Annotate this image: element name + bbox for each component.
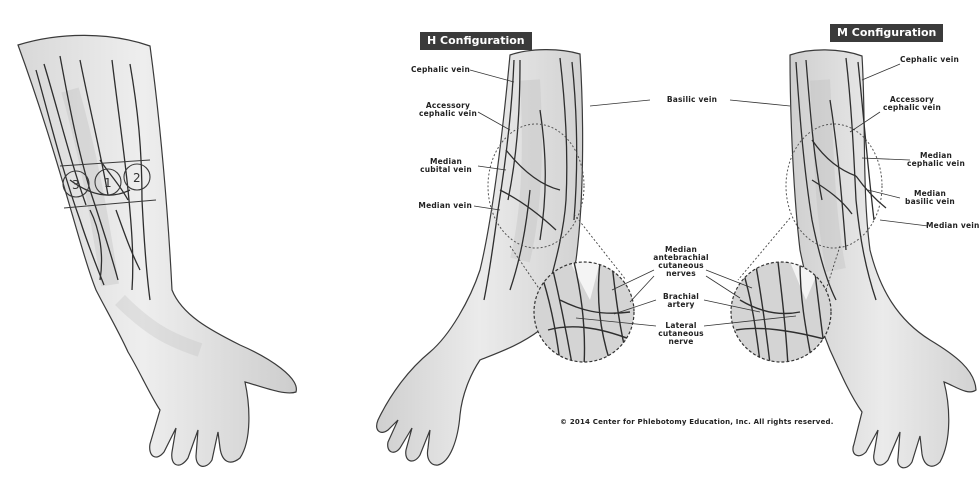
m-configuration-arm bbox=[786, 50, 976, 468]
h-configuration-arm bbox=[377, 50, 584, 465]
left-arm-illustration: 3 1 2 bbox=[18, 35, 296, 466]
h-label-cephalic-vein: Cephalic vein bbox=[396, 66, 470, 74]
m-label-cephalic-vein: Cephalic vein bbox=[900, 56, 978, 64]
h-configuration-title: H Configuration bbox=[420, 32, 532, 50]
h-label-median-cubital-vein: Median cubital vein bbox=[414, 158, 478, 174]
m-label-accessory-cephalic-vein: Accessory cephalic vein bbox=[878, 96, 946, 112]
zone-1-label: 1 bbox=[104, 176, 112, 190]
m-label-median-vein: Median vein bbox=[926, 222, 980, 230]
left-arm-shape bbox=[18, 35, 296, 466]
zone-2-label: 2 bbox=[133, 171, 141, 185]
label-lateral-cutaneous-nerve: Lateral cutaneous nerve bbox=[650, 322, 712, 346]
m-label-median-basilic-vein: Median basilic vein bbox=[898, 190, 962, 206]
h-label-basilic-vein: Basilic vein bbox=[656, 96, 728, 104]
m-label-median-cephalic-vein: Median cephalic vein bbox=[904, 152, 968, 168]
label-median-antebrachial-cutaneous-nerves: Median antebrachial cutaneous nerves bbox=[648, 246, 714, 278]
h-label-accessory-cephalic-vein: Accessory cephalic vein bbox=[416, 102, 480, 118]
h-label-median-vein: Median vein bbox=[406, 202, 472, 210]
copyright-notice: © 2014 Center for Phlebotomy Education, … bbox=[560, 418, 860, 426]
label-brachial-artery: Brachial artery bbox=[650, 293, 712, 309]
m-configuration-title: M Configuration bbox=[830, 24, 943, 42]
zone-3-label: 3 bbox=[72, 178, 80, 192]
